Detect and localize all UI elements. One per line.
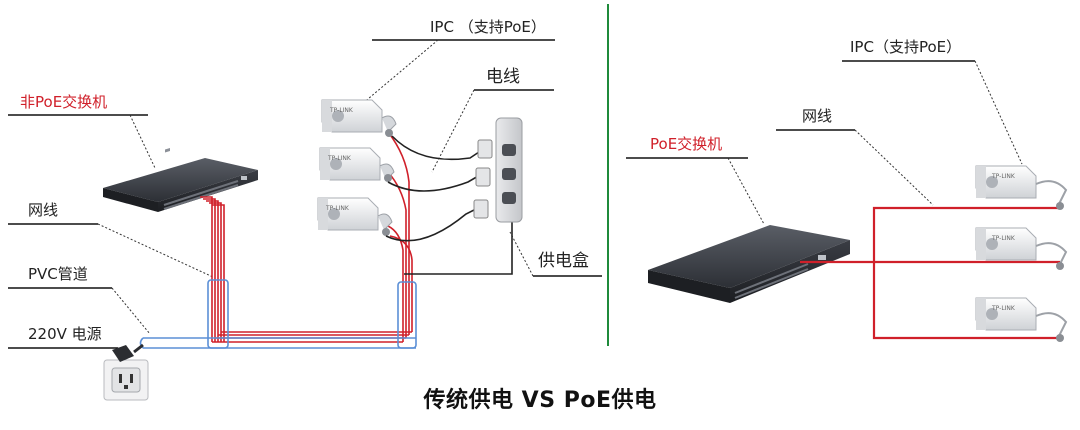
label-network-cable-right: 网线 — [802, 107, 833, 125]
right-leader-lines — [727, 60, 1023, 225]
power-strip-icon — [495, 117, 523, 223]
left-camera-2 — [319, 147, 395, 182]
label-network-cable-left: 网线 — [28, 201, 59, 219]
power-plug-icon — [112, 343, 144, 362]
ip-camera-icon — [321, 99, 397, 137]
pvc-pipe — [139, 279, 417, 349]
right-camera-1 — [975, 165, 1068, 210]
camera-brand-label: TP-LINK — [992, 305, 1015, 312]
left-camera-3 — [317, 197, 393, 236]
camera-brand-label: TP-LINK — [992, 173, 1015, 180]
power-adapter-icon — [473, 139, 493, 219]
diagram-title: 传统供电 VS PoE供电 — [423, 388, 657, 413]
label-ipc-right: IPC（支持PoE） — [850, 38, 962, 56]
label-pvc-pipe: PVC管道 — [28, 265, 88, 283]
right-poe-cables — [800, 206, 1060, 340]
camera-brand-label: TP-LINK — [328, 155, 351, 162]
label-poe-switch: PoE交换机 — [650, 135, 723, 153]
right-camera-2 — [975, 227, 1068, 270]
left-camera-1 — [321, 99, 397, 137]
left-label-underlines — [8, 39, 602, 349]
wall-outlet-icon — [103, 359, 149, 401]
right-label-underlines — [626, 60, 975, 159]
label-power-wire: 电线 — [486, 67, 520, 87]
label-power-box: 供电盒 — [538, 251, 589, 271]
camera-brand-label: TP-LINK — [326, 205, 349, 212]
label-non-poe-switch: 非PoE交换机 — [20, 93, 108, 111]
label-mains-220v: 220V 电源 — [28, 325, 102, 343]
camera-brand-label: TP-LINK — [992, 235, 1015, 242]
power-wires — [385, 135, 513, 275]
right-camera-3 — [975, 297, 1068, 342]
label-ipc-left: IPC （支持PoE） — [430, 18, 546, 36]
poe-switch-icon — [648, 225, 850, 303]
camera-brand-label: TP-LINK — [330, 107, 353, 114]
non-poe-switch-icon — [103, 148, 258, 212]
